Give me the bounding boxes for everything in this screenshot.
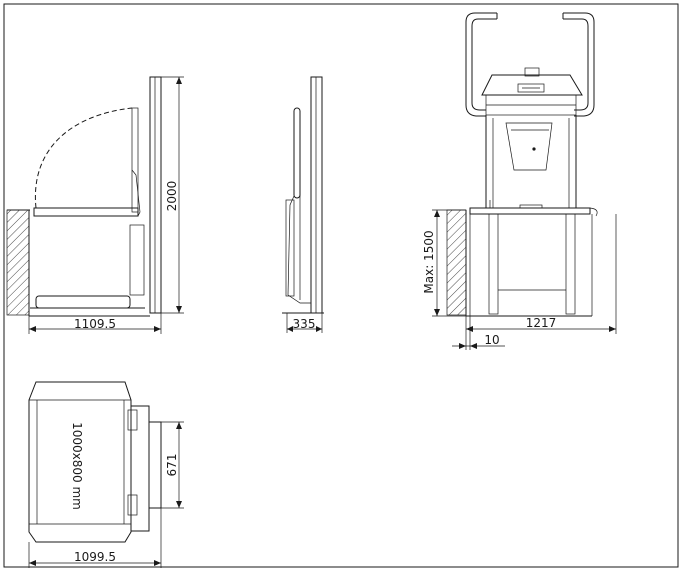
- left-handrail: [465, 12, 497, 117]
- top-tower: [130, 405, 150, 532]
- front-width-label: 1217: [526, 316, 557, 330]
- lift-tower: [149, 76, 162, 314]
- max-height-label: Max: 1500: [422, 230, 436, 293]
- profile-depth-label: 335: [293, 317, 316, 331]
- fold-arc: [34, 107, 133, 209]
- profile-folded-platform: [293, 107, 301, 199]
- top-depth-label: 671: [165, 454, 179, 477]
- side-height-label: 2000: [165, 181, 179, 212]
- pit-hatch: [446, 209, 467, 316]
- platform-unfolded: [33, 207, 139, 217]
- front-platform: [469, 207, 591, 215]
- top-mount-plate: [148, 421, 162, 509]
- platform-size-label: 1000x800 mm: [70, 422, 84, 510]
- top-view: 1000x800 mm 671 1099.5: [28, 381, 184, 568]
- top-width-label: 1099.5: [74, 550, 116, 564]
- control-panel: [517, 83, 545, 93]
- lift-frame: [129, 224, 145, 296]
- floor-hatch: [6, 209, 30, 316]
- side-width-label: 1109.5: [74, 317, 116, 331]
- offset-label: 10: [484, 333, 499, 347]
- profile-view: 335: [282, 76, 324, 333]
- seat: [505, 122, 553, 171]
- profile-tower: [310, 76, 323, 314]
- platform-folded: [131, 107, 139, 213]
- right-leg: [565, 213, 576, 315]
- drawing-border: [3, 3, 679, 568]
- left-leg: [488, 213, 499, 315]
- top-platform-outline: [28, 381, 132, 543]
- side-view: 2000 1109.5: [6, 76, 184, 334]
- lift-base: [35, 295, 131, 309]
- right-handrail: [563, 12, 595, 117]
- front-view: Max: 1500 1217 10: [422, 12, 617, 350]
